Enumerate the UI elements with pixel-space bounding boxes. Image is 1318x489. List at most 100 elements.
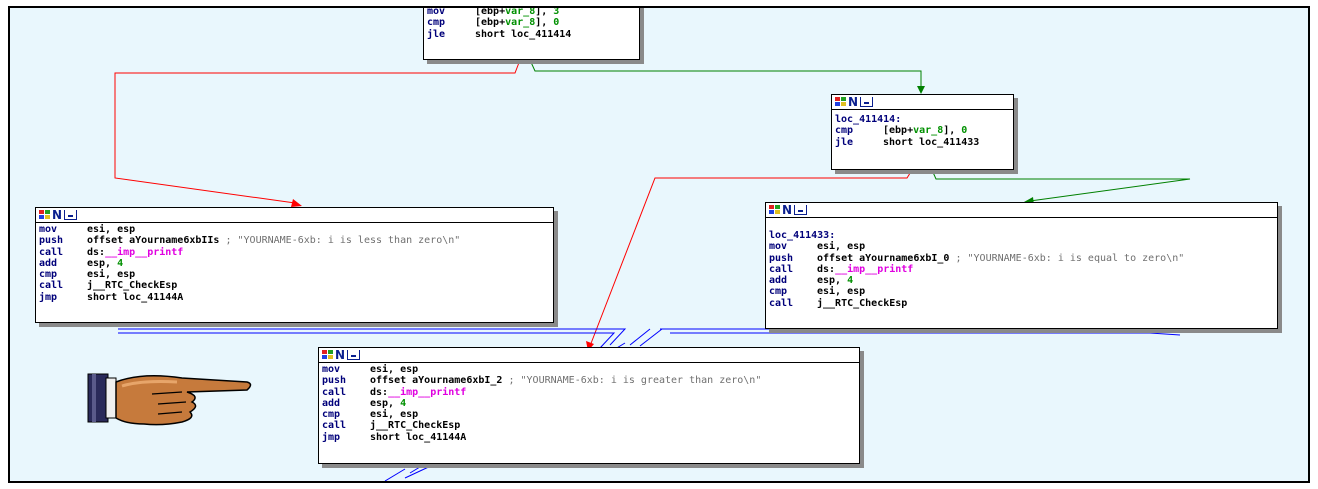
mnemonic[interactable]: push	[39, 235, 64, 247]
instruction-row[interactable]: cmp [ebp+var_8], 0	[835, 125, 1010, 136]
code-block-loc-411414[interactable]: N loc_411414:cmp [ebp+var_8], 0 jle short l…	[831, 94, 1014, 170]
import-symbol[interactable]: __imp__printf	[388, 386, 467, 398]
mnemonic[interactable]: jle	[427, 28, 446, 40]
mnemonic[interactable]: call	[769, 297, 794, 309]
instruction-row[interactable]: add esp, 4	[39, 258, 550, 269]
mnemonic[interactable]: add	[322, 397, 341, 409]
import-symbol[interactable]: __imp__printf	[835, 263, 914, 275]
operand[interactable]: esi, esp	[817, 286, 866, 298]
instruction-row[interactable]: push offset aYourname6xbI_0 ; "YOURNAME-6…	[769, 253, 1274, 264]
string-comment[interactable]: ; "YOURNAME-6xb: i is equal to zero\n"	[949, 252, 1185, 264]
node-graph-icon[interactable]	[794, 205, 808, 215]
node-name-icon[interactable]: N	[782, 203, 793, 217]
mnemonic[interactable]: cmp	[835, 125, 854, 137]
operand[interactable]: esi, esp	[370, 364, 419, 375]
operand[interactable]: short loc_41144A	[87, 291, 184, 303]
instruction-row[interactable]: call j__RTC_CheckEsp	[322, 420, 856, 431]
instruction-row[interactable]: mov esi, esp	[322, 364, 856, 375]
operand[interactable]: esi, esp	[370, 409, 419, 421]
instruction-row[interactable]: cmp esi, esp	[39, 269, 550, 280]
mnemonic[interactable]: call	[39, 280, 64, 292]
instruction-row[interactable]: mov esi, esp	[39, 224, 550, 235]
import-symbol[interactable]: __imp__printf	[105, 246, 184, 258]
node-graph-icon[interactable]	[347, 350, 361, 360]
operand[interactable]: esi, esp	[87, 224, 136, 235]
operand[interactable]: j__RTC_CheckEsp	[87, 280, 178, 292]
code-block-top[interactable]: mov [ebp+var_8], 3 cmp [ebp+var_8], 0 jle sho…	[423, 6, 640, 60]
mnemonic[interactable]: call	[322, 420, 347, 432]
block-label[interactable]: loc_411414:	[835, 114, 902, 125]
mnemonic[interactable]: cmp	[427, 17, 446, 29]
mnemonic[interactable]: add	[39, 257, 58, 269]
string-comment[interactable]: ; "YOURNAME-6xb: i is greater than zero\…	[502, 375, 762, 387]
instruction-row[interactable]: call j__RTC_CheckEsp	[769, 298, 1274, 309]
mnemonic[interactable]: push	[322, 375, 347, 387]
node-color-icon[interactable]	[769, 205, 780, 215]
node-name-icon[interactable]: N	[335, 348, 346, 362]
instruction-row[interactable]: jmp short loc_41144A	[39, 292, 550, 303]
instruction-row[interactable]: call j__RTC_CheckEsp	[39, 280, 550, 291]
operand[interactable]: ds:	[817, 263, 836, 275]
operand[interactable]: ds:	[87, 246, 106, 258]
operand[interactable]: [ebp+var_8], 0	[883, 125, 968, 137]
operand[interactable]: short loc_41144A	[370, 431, 467, 443]
block-label[interactable]: loc_411433:	[769, 230, 836, 241]
mnemonic[interactable]: mov	[39, 224, 58, 235]
string-comment[interactable]: ; "YOURNAME-6xb: i is less than zero\n"	[219, 235, 461, 247]
operand[interactable]: [ebp+var_8], 0	[475, 17, 560, 29]
operand[interactable]: esi, esp	[87, 269, 136, 281]
mnemonic[interactable]: call	[769, 263, 794, 275]
node-name-icon[interactable]: N	[52, 208, 63, 222]
graph-view-canvas[interactable]: mov [ebp+var_8], 3 cmp [ebp+var_8], 0 jle sho…	[8, 6, 1310, 483]
node-color-icon[interactable]	[39, 210, 50, 220]
operand[interactable]: j__RTC_CheckEsp	[370, 420, 461, 432]
mnemonic[interactable]: call	[39, 246, 64, 258]
instruction-row[interactable]: call ds:__imp__printf	[322, 387, 856, 398]
instruction-row[interactable]: push offset aYourname6xbIIs ; "YOURNAME-6…	[39, 235, 550, 246]
instruction-row[interactable]: add esp, 4	[322, 398, 856, 409]
operand[interactable]: offset aYourname6xbIIs	[87, 235, 220, 247]
instruction-row[interactable]: mov [ebp+var_8], 3	[427, 6, 636, 17]
instruction-row[interactable]: jmp short loc_41144A	[322, 432, 856, 443]
instruction-row[interactable]: add esp, 4	[769, 275, 1274, 286]
operand[interactable]: offset aYourname6xbI_2	[370, 375, 503, 387]
mnemonic[interactable]: cmp	[322, 409, 341, 421]
mnemonic[interactable]: jle	[835, 136, 854, 148]
instruction-row[interactable]: cmp esi, esp	[322, 409, 856, 420]
operand[interactable]: esp, 4	[87, 257, 124, 269]
mnemonic[interactable]: call	[322, 386, 347, 398]
mnemonic[interactable]: jmp	[322, 431, 341, 443]
mnemonic[interactable]: mov	[769, 241, 788, 253]
operand[interactable]: esp, 4	[817, 275, 854, 287]
operand[interactable]: short loc_411433	[883, 136, 980, 148]
operand[interactable]: short loc_411414	[475, 28, 572, 40]
mnemonic[interactable]: push	[769, 252, 794, 264]
operand[interactable]: [ebp+var_8], 3	[475, 6, 560, 17]
instruction-row[interactable]: jle short loc_411414	[427, 29, 636, 40]
instruction-row[interactable]: call ds:__imp__printf	[39, 247, 550, 258]
node-graph-icon[interactable]	[860, 97, 874, 107]
operand[interactable]: ds:	[370, 386, 389, 398]
operand[interactable]: esi, esp	[817, 241, 866, 253]
mnemonic[interactable]: add	[769, 275, 788, 287]
operand[interactable]: offset aYourname6xbI_0	[817, 252, 950, 264]
instruction-row[interactable]: mov esi, esp	[769, 241, 1274, 252]
mnemonic[interactable]: mov	[322, 364, 341, 375]
instruction-row[interactable]: cmp [ebp+var_8], 0	[427, 17, 636, 28]
operand[interactable]: j__RTC_CheckEsp	[817, 297, 908, 309]
mnemonic[interactable]: cmp	[769, 286, 788, 298]
instruction-row[interactable]: cmp esi, esp	[769, 286, 1274, 297]
node-color-icon[interactable]	[322, 350, 333, 360]
mnemonic[interactable]: cmp	[39, 269, 58, 281]
mnemonic[interactable]: jmp	[39, 291, 58, 303]
operand[interactable]: esp, 4	[370, 397, 407, 409]
node-name-icon[interactable]: N	[848, 95, 859, 109]
instruction-row[interactable]: call ds:__imp__printf	[769, 264, 1274, 275]
node-graph-icon[interactable]	[64, 210, 78, 220]
instruction-row[interactable]: jle short loc_411433	[835, 137, 1010, 148]
node-color-icon[interactable]	[835, 97, 846, 107]
code-block-loc-411433[interactable]: N loc_411433:mov esi, esp push offset aYour…	[765, 202, 1278, 329]
mnemonic[interactable]: mov	[427, 6, 446, 17]
